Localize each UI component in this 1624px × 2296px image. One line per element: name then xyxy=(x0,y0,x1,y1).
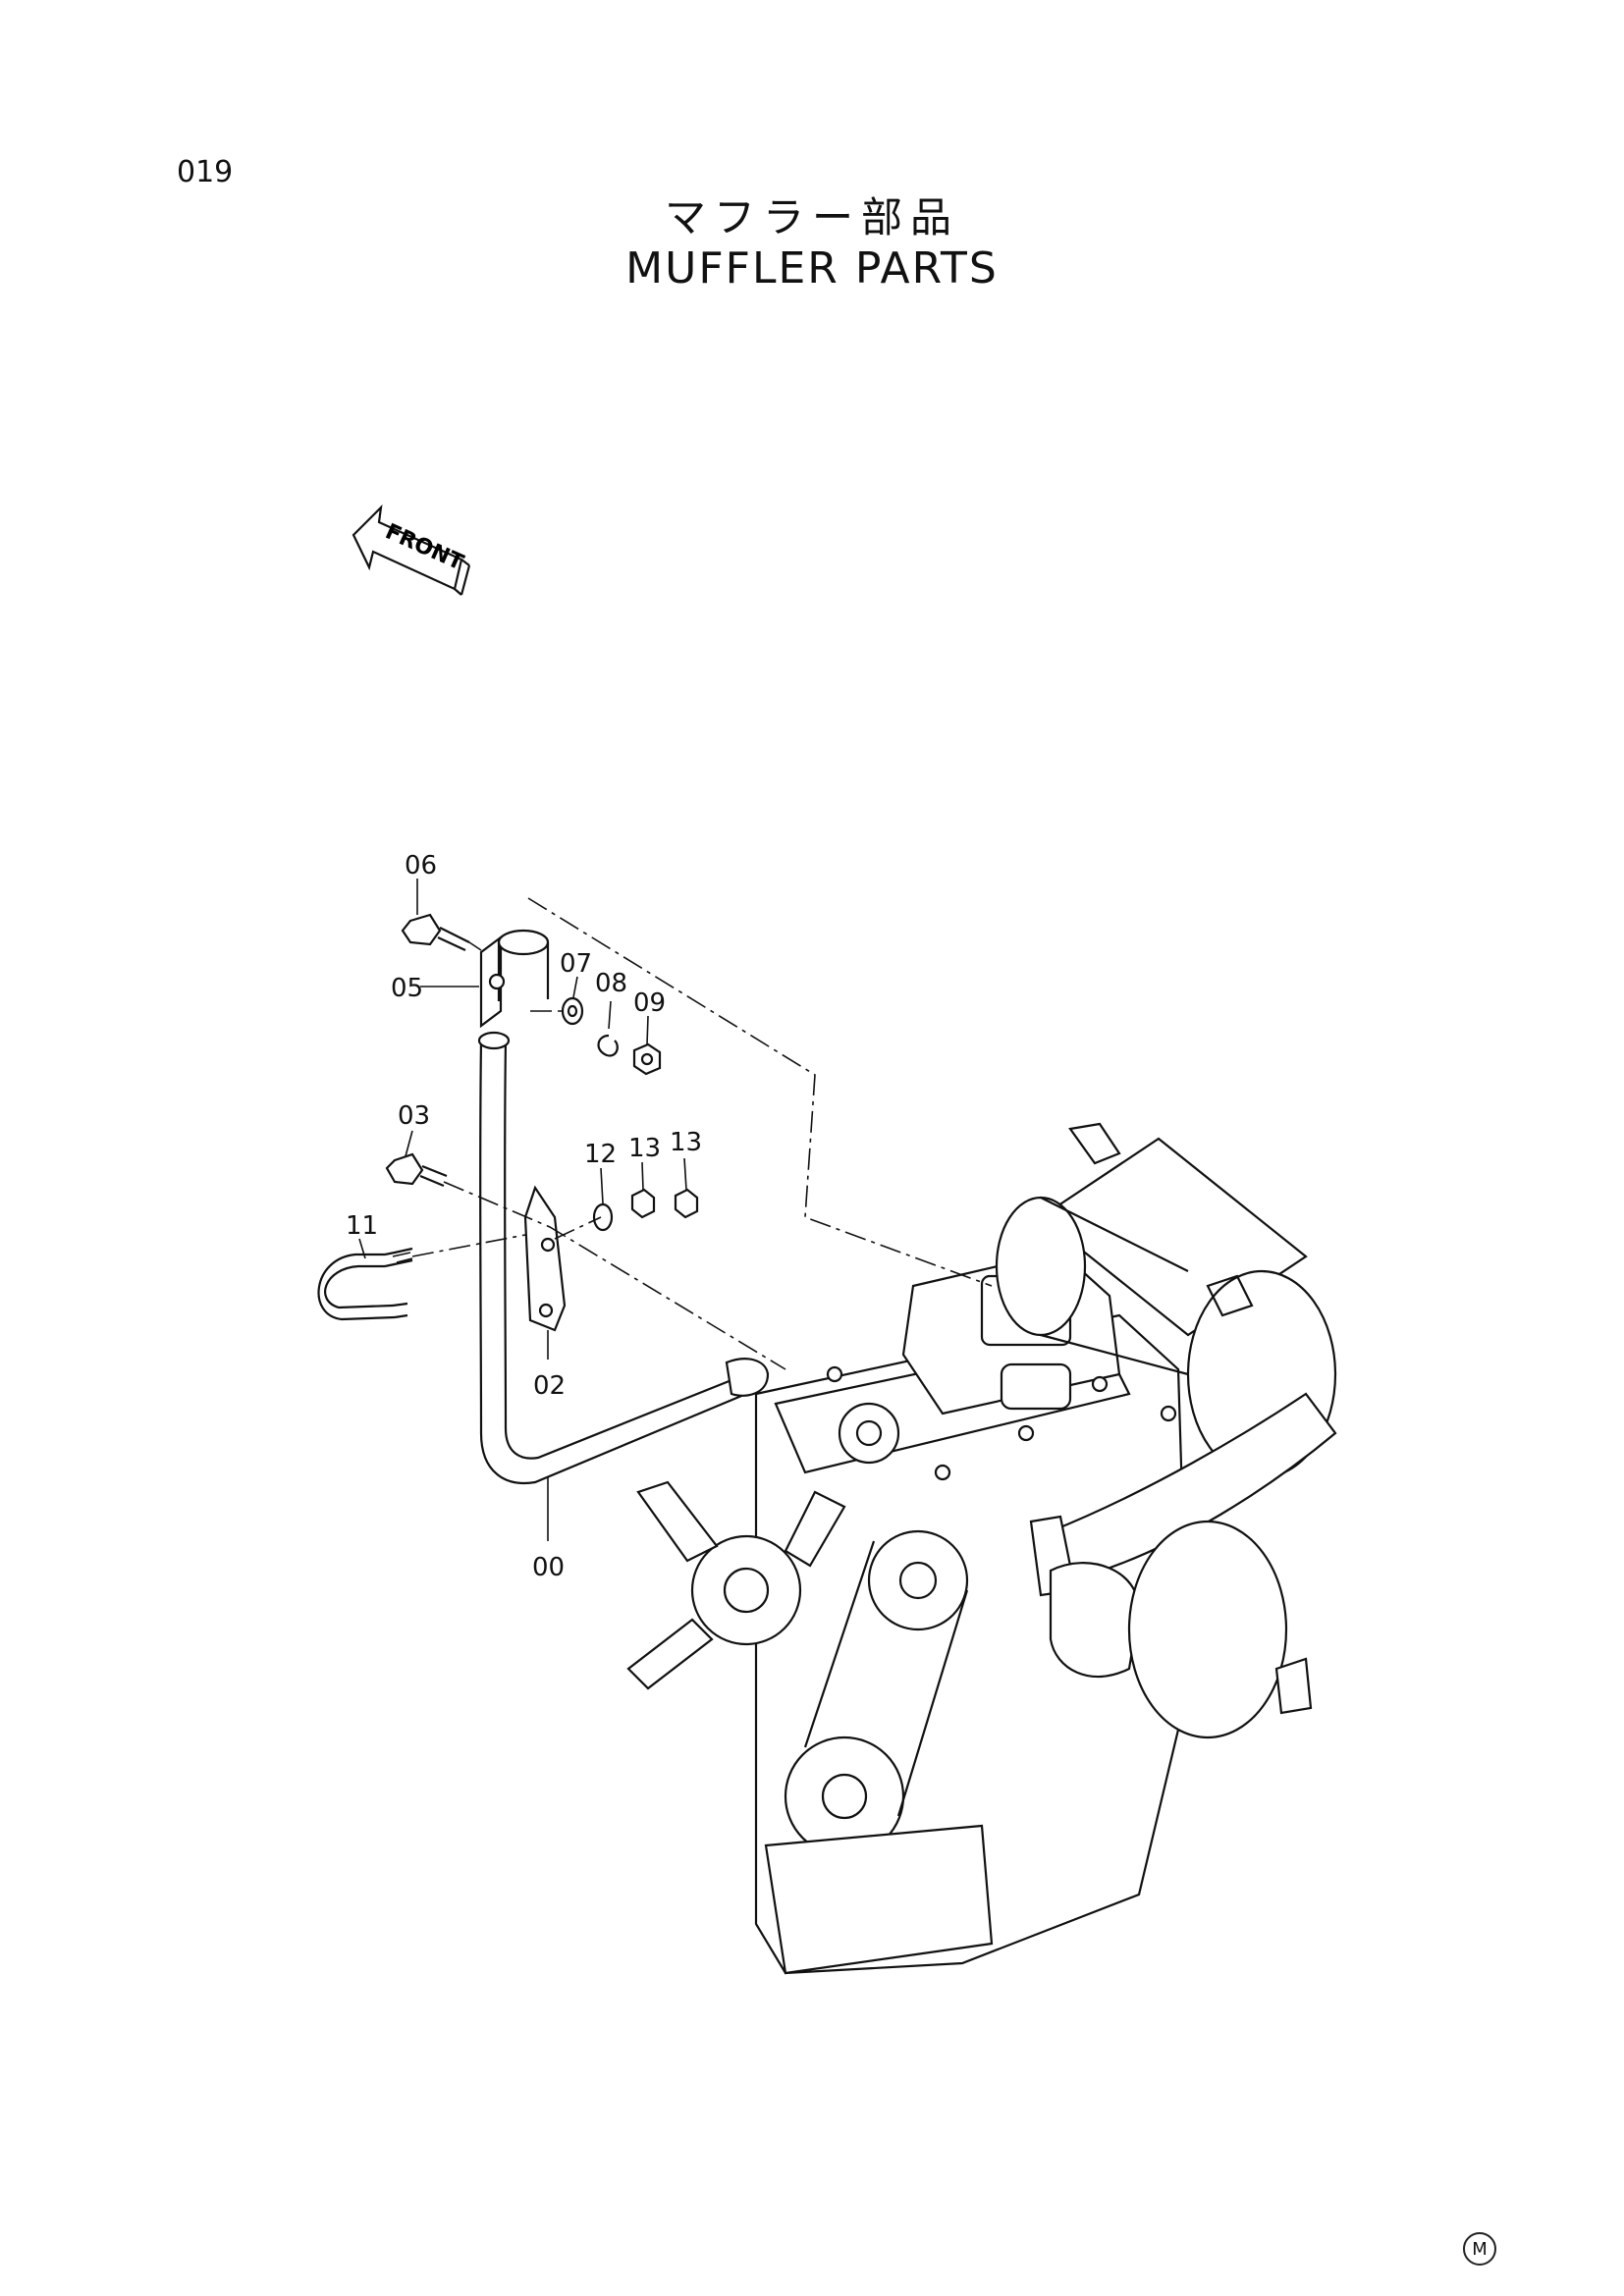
page-title: MUFFLER PARTS xyxy=(625,243,999,294)
callout-12: 12 xyxy=(584,1140,617,1169)
front-arrow-icon: FRONT xyxy=(352,504,471,596)
lock-washer-08 xyxy=(597,1034,619,1057)
engine-illustration xyxy=(626,1122,1337,1975)
clamp-05 xyxy=(479,929,550,1029)
callout-09: 09 xyxy=(633,988,666,1018)
callouts: 06 05 07 08 09 03 12 13 13 11 02 00 xyxy=(346,851,702,1582)
maker-mark: M xyxy=(1463,2232,1496,2266)
assembly-lines xyxy=(411,897,993,1370)
callout-03: 03 xyxy=(398,1101,430,1131)
washer-07 xyxy=(561,996,584,1026)
bolt-06 xyxy=(401,913,470,951)
callout-05: 05 xyxy=(391,974,423,1003)
u-bolt-11 xyxy=(317,1247,413,1321)
page-number: 019 xyxy=(177,155,234,189)
bolt-03 xyxy=(385,1152,448,1188)
callout-02: 02 xyxy=(533,1371,566,1401)
washer-12 xyxy=(592,1202,614,1232)
leader-lines xyxy=(358,879,687,1541)
callout-07: 07 xyxy=(560,949,592,979)
callout-06: 06 xyxy=(405,851,437,881)
callout-00: 00 xyxy=(532,1553,565,1582)
callout-08: 08 xyxy=(595,969,627,998)
callout-13-b: 13 xyxy=(670,1128,702,1157)
nut-13-b xyxy=(674,1188,699,1219)
page-title-japanese: マフラー部品 xyxy=(664,193,959,241)
nut-13-a xyxy=(630,1188,656,1219)
bracket-02 xyxy=(523,1185,567,1332)
exhaust-pipe xyxy=(477,1031,770,1484)
nut-09 xyxy=(632,1042,662,1076)
callout-13-a: 13 xyxy=(628,1134,661,1163)
callout-11: 11 xyxy=(346,1211,378,1241)
